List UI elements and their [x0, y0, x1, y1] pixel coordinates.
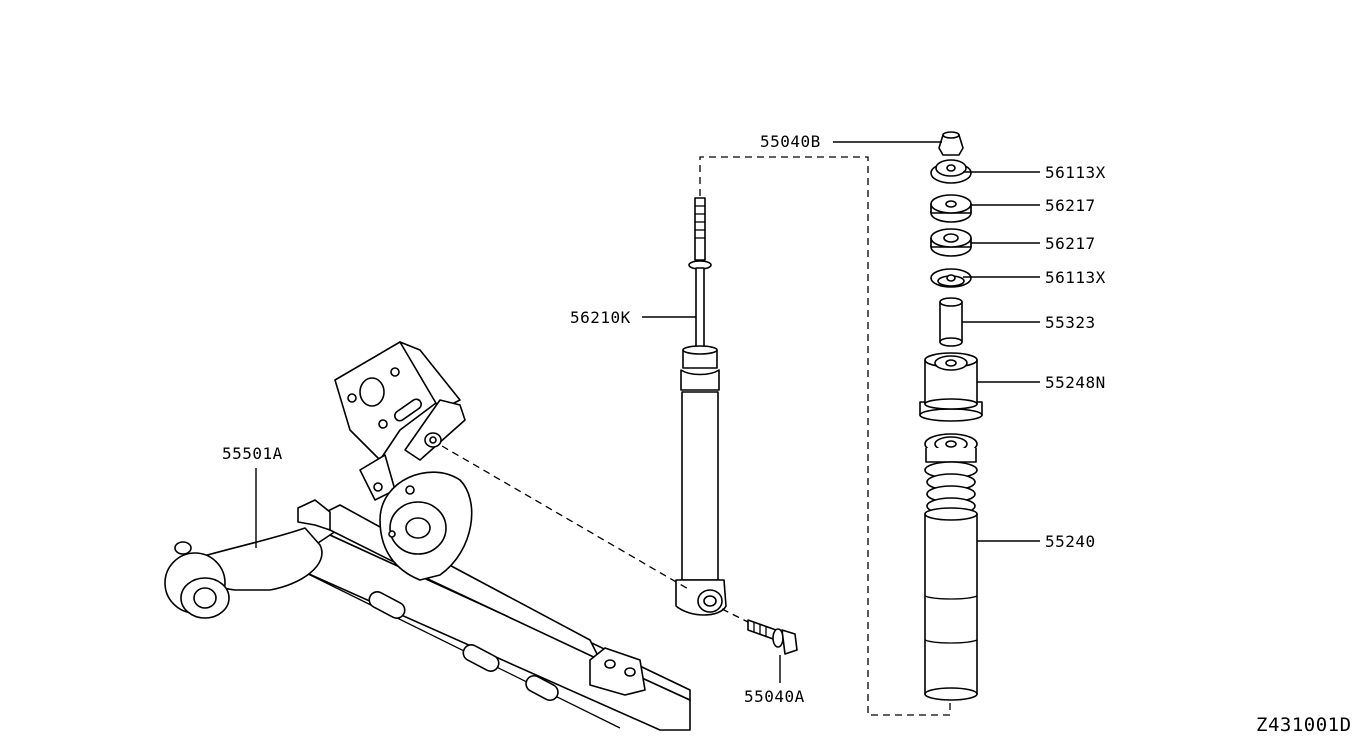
beam-slot-1 — [368, 591, 406, 619]
axle-beam-drawing — [164, 341, 691, 731]
callout-bushing-lower: 56217 — [1045, 234, 1096, 253]
nut-top-drawing — [938, 131, 964, 156]
bushing-upper-drawing — [930, 194, 972, 223]
bolt-drawing — [747, 619, 798, 655]
bushing-lower-drawing — [930, 228, 972, 257]
callout-axle-beam: 55501A — [222, 444, 283, 463]
callout-seat-lower: 56113X — [1045, 268, 1106, 287]
callout-shock-absorber: 56210K — [570, 308, 631, 327]
spacer-drawing — [939, 297, 963, 347]
leader-lines — [255, 141, 1040, 683]
assembly-guide-lines — [441, 156, 951, 716]
callout-seat-upper: 56113X — [1045, 163, 1106, 182]
arm-bushing — [164, 541, 230, 619]
callout-nut-top: 55040B — [760, 132, 821, 151]
bound-bumper-drawing — [924, 433, 978, 701]
spring-seat — [379, 471, 473, 581]
mount-seal-drawing — [919, 352, 983, 422]
callout-spacer: 55323 — [1045, 313, 1096, 332]
callout-mount-seal: 55248N — [1045, 373, 1106, 392]
callout-bushing-upper: 56217 — [1045, 196, 1096, 215]
diagram-code: Z431001D — [1256, 714, 1352, 736]
shock-absorber-drawing — [675, 197, 727, 616]
callout-bound-bumper: 55240 — [1045, 532, 1096, 551]
seat-upper-drawing — [930, 159, 972, 184]
seat-lower-drawing — [930, 268, 972, 288]
shock-bracket — [334, 341, 466, 501]
beam-slot-2 — [462, 644, 500, 672]
callout-bolt: 55040A — [744, 687, 805, 706]
beam-slot-3 — [525, 674, 559, 702]
